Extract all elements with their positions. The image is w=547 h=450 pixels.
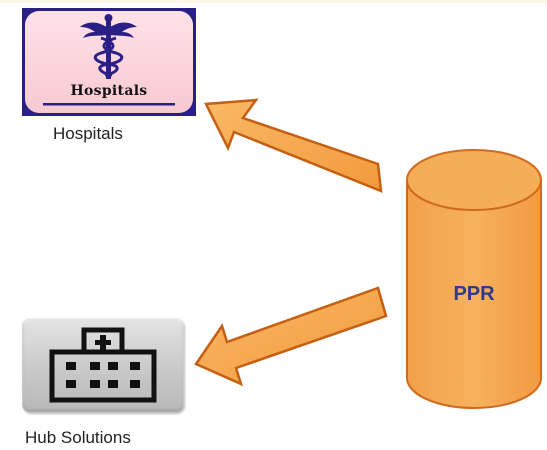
hospitals-icon-caption: Hospitals (70, 83, 148, 99)
arrow-to-hospitals (204, 98, 383, 193)
hospitals-icon[interactable]: Hospitals (22, 8, 196, 116)
top-border (0, 0, 547, 3)
caduceus-icon: Hospitals (25, 11, 193, 113)
hospital-building-icon (49, 327, 157, 403)
arrow-to-hub (194, 286, 388, 387)
ppr-database-cylinder[interactable] (395, 142, 547, 414)
ppr-label: PPR (453, 283, 495, 305)
hub-solutions-label: Hub Solutions (25, 428, 131, 447)
hospitals-label: Hospitals (53, 124, 123, 143)
hub-solutions-icon[interactable] (22, 318, 184, 412)
